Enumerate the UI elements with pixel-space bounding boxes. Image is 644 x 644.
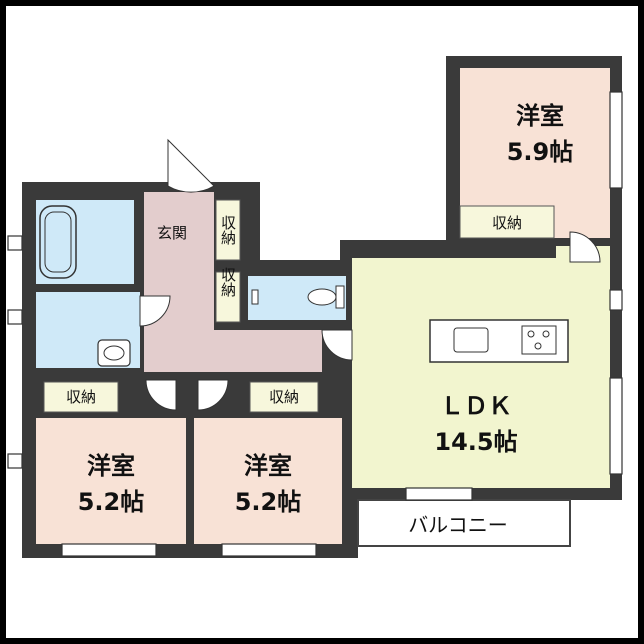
- room-top-right-name: 洋室: [516, 102, 564, 130]
- room-bottom-mid-name: 洋室: [244, 452, 292, 480]
- room-bottom-left-floor: [36, 418, 186, 544]
- toilet-tank: [335, 285, 345, 309]
- bathtub: [39, 205, 77, 279]
- storage-entrance-upper-label: 収納: [219, 215, 237, 246]
- room-bottom-mid-size: 5.2帖: [235, 488, 302, 516]
- storage-bottom-left-label: 収納: [66, 388, 96, 406]
- storage-entrance-upper: [215, 199, 241, 261]
- room-bottom-mid-floor: [194, 418, 342, 544]
- storage-bottom-mid: [249, 381, 319, 413]
- storage-entrance-lower-label: 収納: [219, 267, 237, 298]
- hallway-floor: [144, 264, 322, 372]
- toilet-bowl: [307, 288, 337, 306]
- kitchen-sink: [453, 327, 489, 353]
- storage-bottom-mid-label: 収納: [269, 388, 299, 406]
- door-swings: [139, 138, 601, 411]
- storage-top-right: [459, 205, 555, 239]
- washbasin: [97, 339, 131, 367]
- storage-bottom-left: [43, 381, 119, 413]
- ldk-name: ＬＤＫ: [440, 392, 512, 420]
- ldk-size: 14.5帖: [434, 428, 517, 456]
- room-bottom-left-name: 洋室: [87, 452, 135, 480]
- room-top-right-size: 5.9帖: [507, 138, 574, 166]
- ldk-floor: [352, 246, 610, 488]
- storage-entrance-lower: [215, 271, 241, 323]
- storage-top-right-label: 収納: [492, 214, 522, 232]
- entrance-label: 玄関: [157, 224, 187, 242]
- windows: [7, 91, 623, 557]
- room-bottom-left-size: 5.2帖: [78, 488, 145, 516]
- kitchen-stove: [521, 325, 557, 355]
- balcony-label: バルコニー: [408, 513, 508, 537]
- entrance-floor: [144, 192, 214, 264]
